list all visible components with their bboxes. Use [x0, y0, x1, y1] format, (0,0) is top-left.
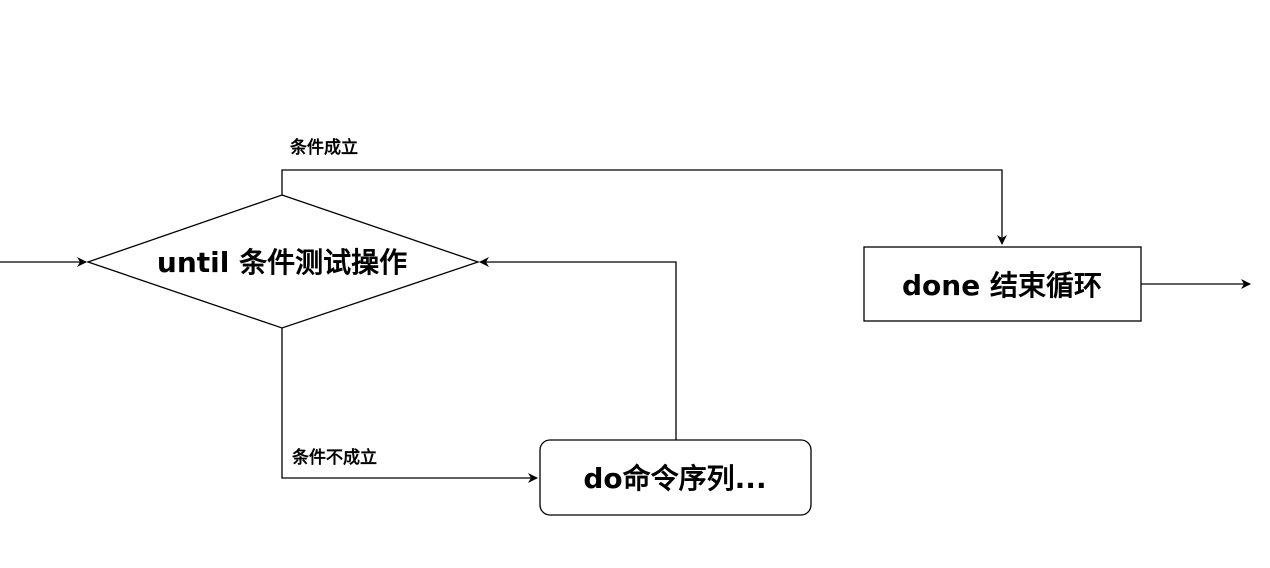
done-box-shape [863, 246, 1142, 322]
done-node[interactable]: done 结束循环 [863, 246, 1142, 322]
decision-node[interactable]: until 条件测试操作 [85, 194, 481, 329]
loop-back-connector [479, 257, 677, 440]
false-branch-connector [281, 328, 538, 483]
decision-label: until 条件测试操作 [157, 246, 407, 279]
done-label: done 结束循环 [902, 269, 1102, 302]
true-branch-connector [281, 169, 1007, 245]
do-label: do命令序列... [583, 462, 766, 495]
true-branch-label: 条件成立 [289, 137, 358, 158]
do-node[interactable]: do命令序列... [539, 439, 812, 516]
false-branch-label: 条件不成立 [291, 447, 377, 468]
